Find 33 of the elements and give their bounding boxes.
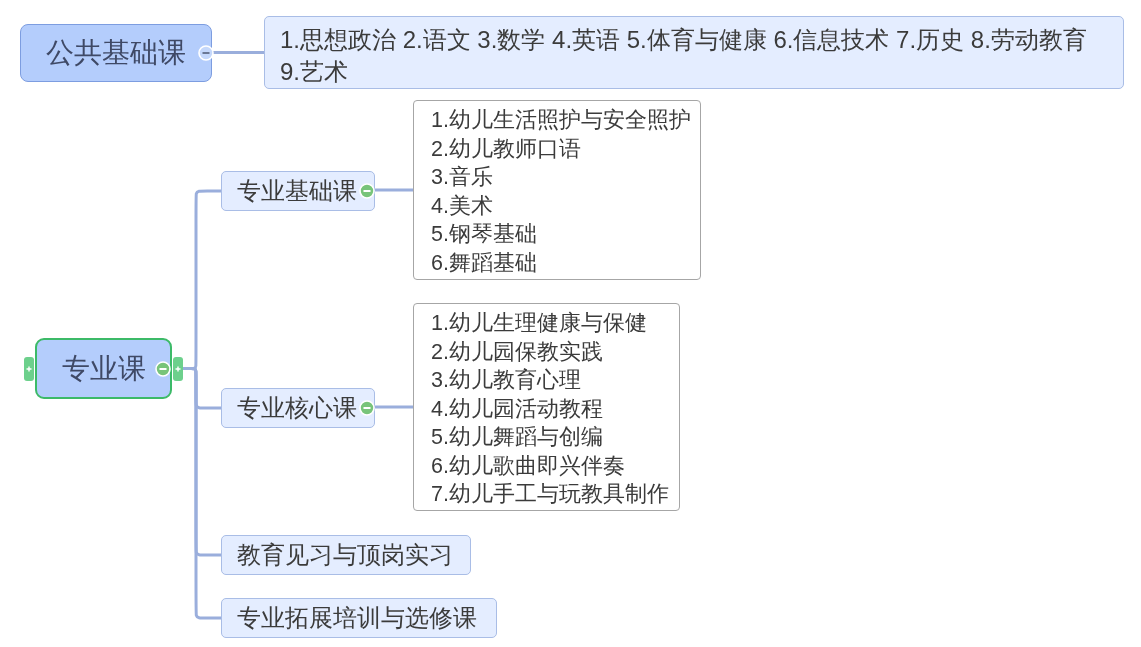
topic-box — [20, 24, 212, 82]
subtopic-box — [221, 598, 497, 638]
list-item: 6.舞蹈基础 — [431, 249, 537, 277]
list-item: 1.幼儿生活照护与安全照护 — [431, 107, 691, 134]
connector-line — [212, 51, 264, 54]
list-item: 1.幼儿生理健康与保健 — [431, 310, 647, 337]
selected-topic-box — [35, 338, 172, 399]
topic-label: 公共基础课 — [46, 36, 186, 70]
list-item: 2.幼儿教师口语 — [431, 135, 581, 163]
list-item: 3.音乐 — [431, 164, 493, 191]
topic-label: 专业拓展培训与选修课 — [237, 603, 477, 633]
list-box — [413, 100, 701, 280]
topic-text: 1.思想政治 2.语文 3.数学 4.英语 5.体育与健康 6.信息技术 7.历史 8.劳动教育 9.艺术 — [280, 26, 1087, 85]
connector-line — [375, 188, 413, 192]
connector-line — [375, 405, 413, 409]
list-item: 4.美术 — [431, 192, 493, 220]
subtopic-box — [264, 16, 1124, 89]
branch-line — [183, 367, 221, 620]
topic-label: 专业基础课 — [237, 176, 357, 206]
list-box — [413, 303, 680, 511]
topic-label: 专业核心课 — [237, 393, 357, 423]
list-item: 7.幼儿手工与玩教具制作 — [431, 481, 669, 508]
subtopic-box — [221, 535, 471, 575]
list-item: 5.钢琴基础 — [431, 221, 537, 248]
subtopic-box — [221, 171, 375, 211]
list-item: 4.幼儿园活动教程 — [431, 395, 603, 423]
list-item: 2.幼儿园保教实践 — [431, 338, 603, 366]
list-item: 6.幼儿歌曲即兴伴奏 — [431, 452, 625, 480]
list-item: 5.幼儿舞蹈与创编 — [431, 424, 603, 451]
topic-label: 教育见习与顶岗实习 — [237, 540, 453, 570]
topic-label: 专业课 — [61, 351, 146, 386]
list-item: 3.幼儿教育心理 — [431, 367, 581, 394]
subtopic-box — [221, 388, 375, 428]
